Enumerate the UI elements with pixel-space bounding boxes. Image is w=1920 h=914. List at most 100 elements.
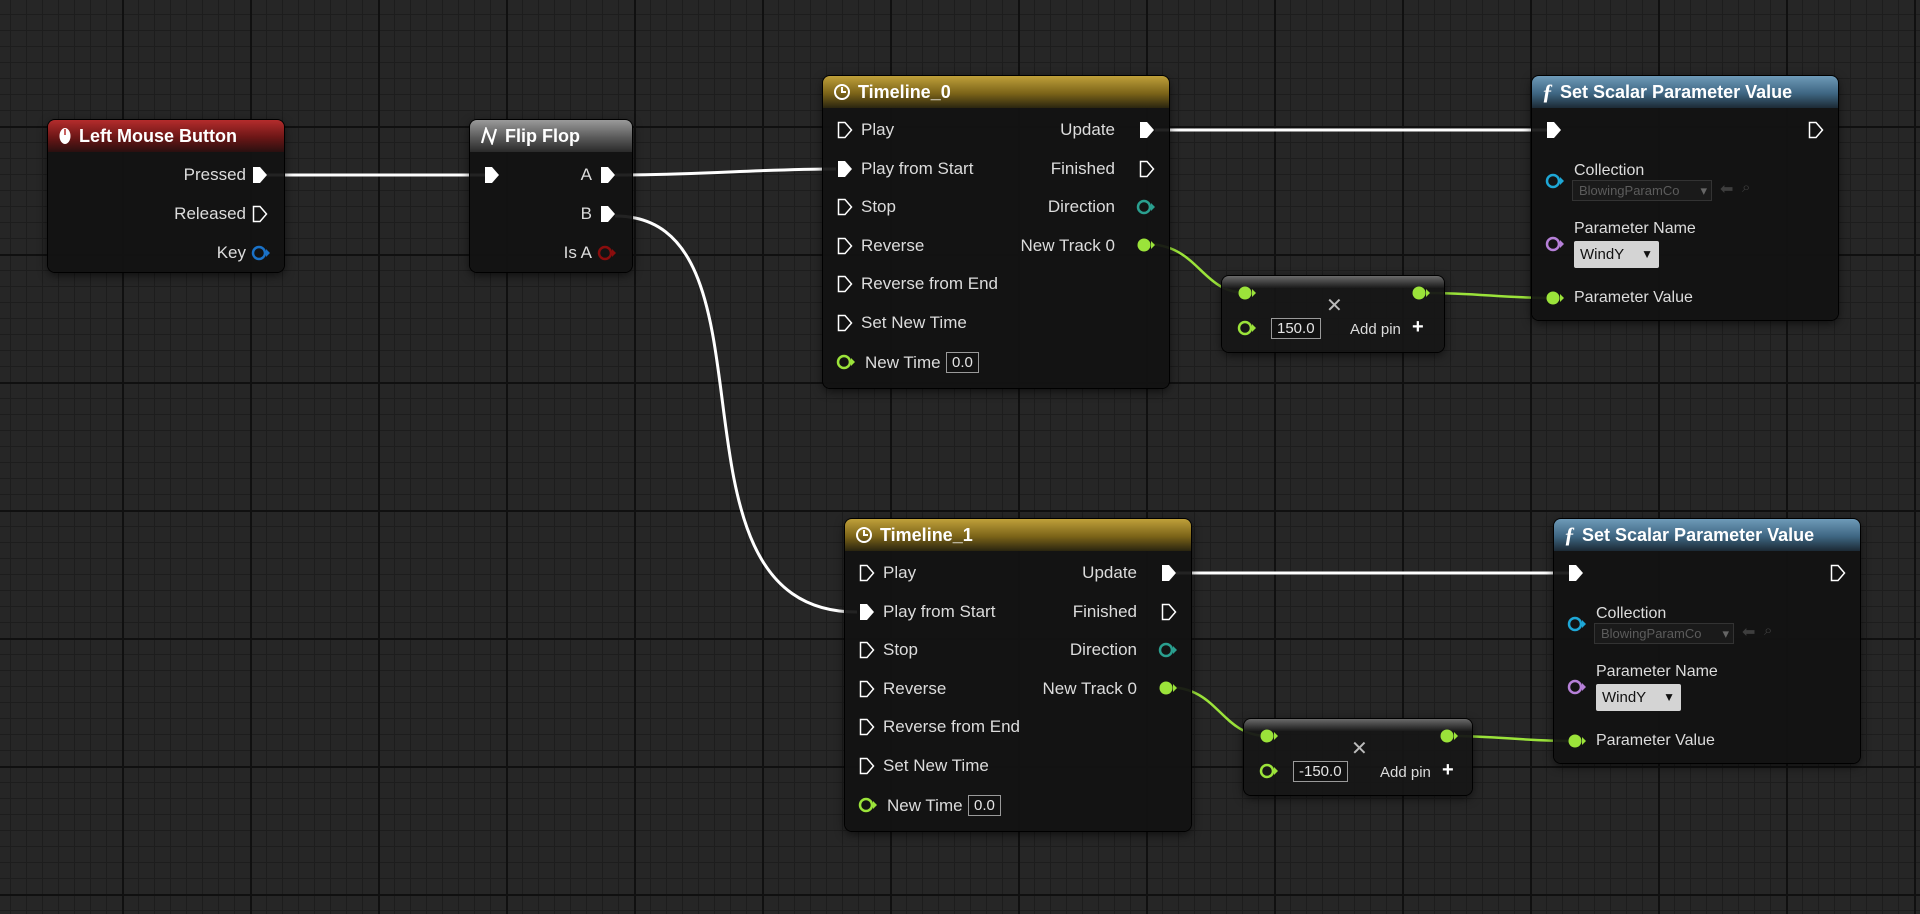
new-time-float-pin[interactable]: [857, 796, 879, 814]
finished-exec-pin[interactable]: [1139, 160, 1155, 178]
multiply-input-a-pin[interactable]: [1236, 284, 1258, 302]
set-scalar-parameter-node-1[interactable]: ƒ Set Scalar Parameter Value Collection …: [1554, 519, 1860, 763]
key-struct-pin[interactable]: [250, 244, 272, 262]
play-label: Play: [883, 563, 917, 582]
finished-exec-pin[interactable]: [1161, 603, 1177, 621]
direction-enum-pin[interactable]: [1157, 641, 1179, 659]
direction-label: Direction: [1069, 640, 1137, 659]
add-pin-label[interactable]: Add pin: [1380, 764, 1431, 781]
add-pin-plus-icon[interactable]: +: [1412, 316, 1424, 338]
new-track-float-pin[interactable]: [1135, 236, 1157, 254]
chevron-down-icon: ▾: [1722, 626, 1729, 641]
set-scalar-parameter-node-0[interactable]: ƒ Set Scalar Parameter Value Collection …: [1532, 76, 1838, 320]
new-track-float-pin[interactable]: [1157, 679, 1179, 697]
function-icon: ƒ: [1564, 522, 1575, 547]
collection-value: BlowingParamCo: [1601, 626, 1702, 641]
play-exec-pin[interactable]: [837, 121, 853, 139]
direction-enum-pin[interactable]: [1135, 198, 1157, 216]
new-time-input[interactable]: 0.0: [946, 352, 979, 373]
parameter-value-float-pin[interactable]: [1566, 732, 1588, 750]
parameter-name-pin[interactable]: [1544, 235, 1566, 253]
set-new-time-label: Set New Time: [861, 313, 967, 332]
parameter-name-pin[interactable]: [1566, 678, 1588, 696]
play-from-start-label: Play from Start: [883, 602, 996, 621]
set-new-time-exec-pin[interactable]: [859, 757, 875, 775]
stop-label: Stop: [861, 197, 896, 216]
exec-out-pin[interactable]: [1808, 121, 1824, 139]
parameter-name-dropdown[interactable]: WindY ▼: [1596, 684, 1681, 711]
stop-exec-pin[interactable]: [837, 198, 853, 216]
collection-object-pin[interactable]: [1544, 172, 1566, 190]
a-exec-pin[interactable]: [600, 166, 616, 184]
timeline-0-node[interactable]: Timeline_0 Play Play from Start Stop Rev…: [823, 76, 1169, 388]
multiply-input-a-pin[interactable]: [1258, 727, 1280, 745]
collection-value: BlowingParamCo: [1579, 183, 1680, 198]
reverse-exec-pin[interactable]: [859, 680, 875, 698]
exec-in-pin[interactable]: [1568, 564, 1584, 582]
multiply-header-strip: [1222, 276, 1444, 288]
multiply-input-b-pin[interactable]: [1236, 319, 1258, 337]
parameter-value-float-pin[interactable]: [1544, 289, 1566, 307]
flipflop-icon: [480, 127, 498, 145]
play-from-start-label: Play from Start: [861, 159, 974, 178]
new-time-input[interactable]: 0.0: [968, 795, 1001, 816]
use-selected-arrow-icon[interactable]: ⬅: [1720, 181, 1734, 198]
collection-combo[interactable]: BlowingParamCo ▾: [1594, 623, 1734, 644]
use-selected-arrow-icon[interactable]: ⬅: [1742, 624, 1756, 641]
node-header[interactable]: Timeline_1: [845, 519, 1191, 551]
pressed-exec-pin[interactable]: [252, 166, 268, 184]
update-label: Update: [1060, 120, 1115, 139]
chevron-down-icon: ▼: [1663, 690, 1675, 704]
browse-search-icon[interactable]: ⌕: [1764, 622, 1773, 639]
node-header[interactable]: ƒ Set Scalar Parameter Value: [1532, 76, 1838, 108]
flipflop-exec-in-pin[interactable]: [484, 166, 500, 184]
add-pin-plus-icon[interactable]: +: [1442, 759, 1454, 781]
node-header[interactable]: Left Mouse Button: [48, 120, 284, 152]
node-header[interactable]: ƒ Set Scalar Parameter Value: [1554, 519, 1860, 551]
multiply-value-input[interactable]: 150.0: [1271, 318, 1321, 339]
multiply-output-pin[interactable]: [1410, 284, 1432, 302]
released-label: Released: [174, 204, 246, 223]
collection-object-pin[interactable]: [1566, 615, 1588, 633]
update-exec-pin[interactable]: [1161, 564, 1177, 582]
play-from-start-exec-pin[interactable]: [859, 603, 875, 621]
parameter-name-label: Parameter Name: [1596, 663, 1718, 680]
stop-exec-pin[interactable]: [859, 641, 875, 659]
node-title: Left Mouse Button: [79, 125, 237, 146]
exec-out-pin[interactable]: [1830, 564, 1846, 582]
reverse-from-end-label: Reverse from End: [883, 717, 1020, 736]
set-new-time-exec-pin[interactable]: [837, 314, 853, 332]
a-label: A: [580, 165, 592, 184]
reverse-from-end-label: Reverse from End: [861, 274, 998, 293]
multiply-node-0[interactable]: ✕ 150.0 Add pin +: [1222, 276, 1444, 352]
multiply-value-input[interactable]: -150.0: [1293, 761, 1348, 782]
exec-in-pin[interactable]: [1546, 121, 1562, 139]
play-exec-pin[interactable]: [859, 564, 875, 582]
update-label: Update: [1082, 563, 1137, 582]
is-a-bool-pin[interactable]: [596, 244, 618, 262]
timeline-1-node[interactable]: Timeline_1 Play Play from Start Stop Rev…: [845, 519, 1191, 831]
new-time-float-pin[interactable]: [835, 353, 857, 371]
collection-combo[interactable]: BlowingParamCo ▾: [1572, 180, 1712, 201]
reverse-from-end-exec-pin[interactable]: [859, 718, 875, 736]
play-from-start-exec-pin[interactable]: [837, 160, 853, 178]
add-pin-label[interactable]: Add pin: [1350, 321, 1401, 338]
multiply-output-pin[interactable]: [1438, 727, 1460, 745]
finished-label: Finished: [1050, 159, 1115, 178]
multiply-header-strip: [1244, 719, 1472, 731]
released-exec-pin[interactable]: [252, 205, 268, 223]
node-title: Timeline_1: [880, 524, 973, 545]
is-a-label: Is A: [563, 243, 592, 262]
flip-flop-node[interactable]: Flip Flop A B Is A: [470, 120, 632, 272]
reverse-from-end-exec-pin[interactable]: [837, 275, 853, 293]
left-mouse-button-node[interactable]: Left Mouse Button Pressed Released Key: [48, 120, 284, 272]
node-header[interactable]: Flip Flop: [470, 120, 632, 152]
browse-search-icon[interactable]: ⌕: [1742, 179, 1751, 196]
multiply-node-1[interactable]: ✕ -150.0 Add pin +: [1244, 719, 1472, 795]
node-header[interactable]: Timeline_0: [823, 76, 1169, 108]
b-exec-pin[interactable]: [600, 205, 616, 223]
reverse-exec-pin[interactable]: [837, 237, 853, 255]
update-exec-pin[interactable]: [1139, 121, 1155, 139]
parameter-name-dropdown[interactable]: WindY ▼: [1574, 241, 1659, 268]
multiply-input-b-pin[interactable]: [1258, 762, 1280, 780]
